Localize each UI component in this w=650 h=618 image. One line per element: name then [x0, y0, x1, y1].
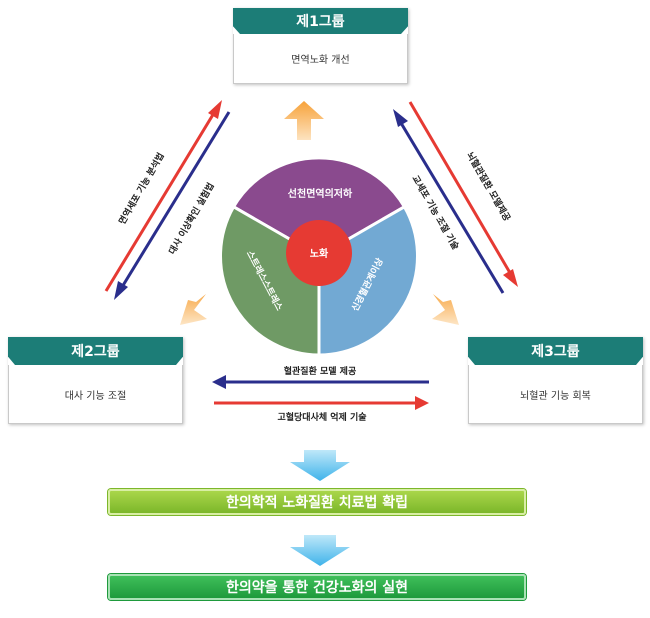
outcome-bar-1: 한의학적 노화질환 치료법 확립 [108, 489, 526, 515]
segment-top [231, 156, 407, 258]
group-1-box: 제1그룹 면역노화 개선 [233, 8, 408, 84]
orange-arrow-lower-left [180, 294, 207, 325]
aging-factor-wheel: 노화 선천면역의저하 스트레스스트레스 신경혈관계이상 [219, 156, 419, 357]
center-circle [286, 220, 352, 286]
arrows-g1-g2 [104, 100, 231, 300]
arrows-g2-g3 [212, 375, 429, 410]
link-g1-g2-out: 면역세포 기능 분석법 [116, 151, 167, 227]
link-g1-g3-out: 뇌혈관질환 모델제공 [464, 150, 513, 223]
link-g2-g3-top: 혈관질환 모델 제공 [284, 365, 357, 377]
group-1-desc: 면역노화 개선 [233, 34, 408, 84]
group-2-box: 제2그룹 대사 기능 조절 [8, 337, 183, 424]
link-g2-g3-bottom: 고혈당대사체 억제 기술 [277, 411, 366, 423]
group-3-box: 제3그룹 뇌혈관 기능 회복 [468, 337, 643, 424]
link-g1-g2-in: 대사 이상확인 실험법 [166, 181, 217, 257]
sky-arrow-down-1 [290, 450, 350, 481]
outcome-bar-2: 한의약을 통한 건강노화의 실현 [108, 574, 526, 600]
orange-arrow-up [284, 101, 324, 140]
sky-arrow-down-2 [290, 535, 350, 566]
arrows-g1-g3 [393, 101, 518, 294]
group-2-desc: 대사 기능 조절 [8, 365, 183, 424]
segment-top-label: 선천면역의저하 [288, 187, 353, 200]
group-3-title: 제3그룹 [468, 337, 643, 365]
group-1-title: 제1그룹 [233, 8, 408, 34]
center-label: 노화 [310, 248, 329, 260]
orange-arrow-lower-right [432, 294, 459, 325]
group-3-desc: 뇌혈관 기능 회복 [468, 365, 643, 424]
group-2-title: 제2그룹 [8, 337, 183, 365]
